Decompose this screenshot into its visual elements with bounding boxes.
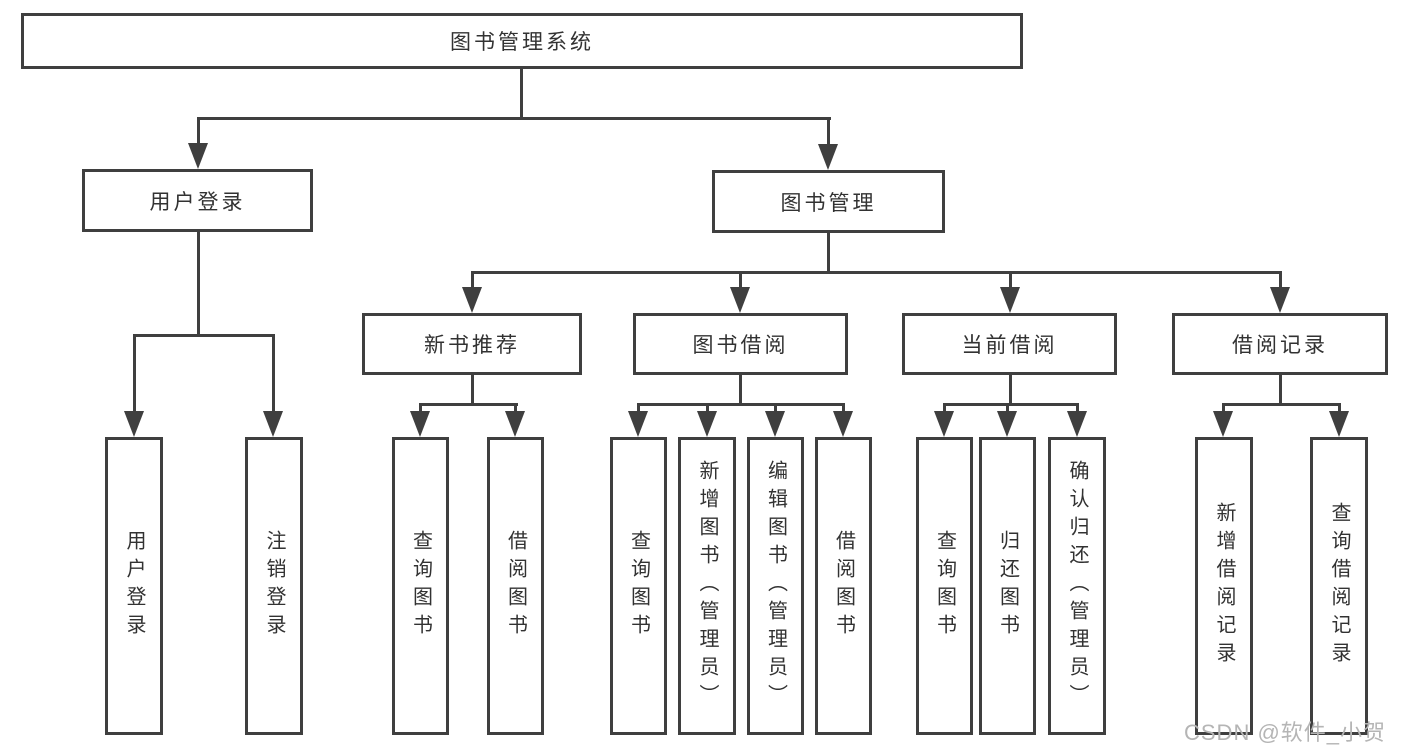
connector-line: [1222, 403, 1341, 406]
leaf-confirm-return-admin: 确认归还（管理员）: [1048, 437, 1106, 735]
node-book-management: 图书管理: [712, 170, 945, 233]
connector-line: [1338, 403, 1341, 415]
leaf-label: 新增图书（管理员）: [696, 460, 718, 712]
arrow-down-icon: [1213, 411, 1233, 437]
arrow-down-icon: [997, 411, 1017, 437]
arrow-down-icon: [628, 411, 648, 437]
connector-line: [774, 403, 777, 415]
arrow-down-icon: [462, 287, 482, 313]
leaf-borrow-books: 借阅图书: [815, 437, 872, 735]
arrow-down-icon: [697, 411, 717, 437]
arrow-down-icon: [730, 287, 750, 313]
leaf-logout: 注销登录: [245, 437, 303, 735]
arrow-down-icon: [263, 411, 283, 437]
leaf-label: 查询图书: [409, 530, 432, 642]
connector-line: [471, 375, 474, 406]
leaf-label: 查询借阅记录: [1328, 502, 1350, 670]
arrow-down-icon: [1329, 411, 1349, 437]
leaf-label: 归还图书: [996, 530, 1019, 642]
connector-line: [827, 233, 830, 274]
connector-line: [133, 334, 275, 337]
leaf-query-books-current: 查询图书: [916, 437, 973, 735]
connector-line: [1006, 403, 1009, 415]
connector-line: [1076, 403, 1079, 415]
connector-line: [471, 271, 1282, 274]
connector-line: [842, 403, 845, 415]
arrow-down-icon: [505, 411, 525, 437]
connector-line: [272, 334, 275, 412]
arrow-down-icon: [934, 411, 954, 437]
connector-line: [1279, 375, 1282, 406]
connector-line: [827, 117, 830, 149]
leaf-label: 确认归还（管理员）: [1066, 460, 1088, 712]
connector-line: [1009, 375, 1012, 406]
connector-line: [1279, 271, 1282, 289]
leaf-label: 用户登录: [123, 530, 145, 642]
leaf-query-borrow-record: 查询借阅记录: [1310, 437, 1368, 735]
leaf-label: 查询图书: [627, 530, 650, 642]
connector-line: [471, 271, 474, 289]
csdn-watermark: CSDN @软件_小贺同学: [1184, 720, 1387, 745]
leaf-add-borrow-record: 新增借阅记录: [1195, 437, 1253, 735]
node-library-system: 图书管理系统: [21, 13, 1023, 69]
leaf-user-login: 用户登录: [105, 437, 163, 735]
leaf-label: 新增借阅记录: [1213, 502, 1235, 670]
connector-line: [133, 334, 136, 412]
leaf-label: 注销登录: [263, 530, 285, 642]
node-borrowing-records: 借阅记录: [1172, 313, 1388, 375]
connector-line: [739, 271, 742, 289]
connector-line: [943, 403, 946, 415]
connector-line: [514, 403, 517, 415]
connector-line: [1222, 403, 1225, 415]
node-user-login: 用户登录: [82, 169, 313, 232]
arrow-down-icon: [124, 411, 144, 437]
connector-line: [419, 403, 422, 415]
leaf-return-books: 归还图书: [979, 437, 1036, 735]
connector-line: [197, 117, 200, 149]
node-book-borrowing: 图书借阅: [633, 313, 848, 375]
connector-line: [739, 375, 742, 406]
node-current-borrowing: 当前借阅: [902, 313, 1117, 375]
leaf-label: 借阅图书: [504, 530, 527, 642]
arrow-down-icon: [818, 144, 838, 170]
leaf-label: 查询图书: [933, 530, 956, 642]
connector-line: [197, 232, 200, 336]
leaf-label: 借阅图书: [832, 530, 855, 642]
leaf-query-books-recommend: 查询图书: [392, 437, 449, 735]
arrow-down-icon: [1067, 411, 1087, 437]
connector-line: [520, 69, 523, 117]
connector-line: [943, 403, 1079, 406]
arrow-down-icon: [1270, 287, 1290, 313]
leaf-borrow-books-recommend: 借阅图书: [487, 437, 544, 735]
connector-line: [706, 403, 709, 415]
leaf-edit-books-admin: 编辑图书（管理员）: [747, 437, 804, 735]
leaf-add-books-admin: 新增图书（管理员）: [678, 437, 736, 735]
connector-line: [637, 403, 640, 415]
arrow-down-icon: [410, 411, 430, 437]
node-new-book-recommend: 新书推荐: [362, 313, 582, 375]
arrow-down-icon: [833, 411, 853, 437]
connector-line: [197, 117, 831, 120]
arrow-down-icon: [188, 143, 208, 169]
arrow-down-icon: [765, 411, 785, 437]
connector-line: [1009, 271, 1012, 289]
leaf-label: 编辑图书（管理员）: [764, 460, 787, 712]
connector-line: [419, 403, 518, 406]
arrow-down-icon: [1000, 287, 1020, 313]
leaf-query-books-borrow: 查询图书: [610, 437, 667, 735]
connector-line: [637, 403, 845, 406]
